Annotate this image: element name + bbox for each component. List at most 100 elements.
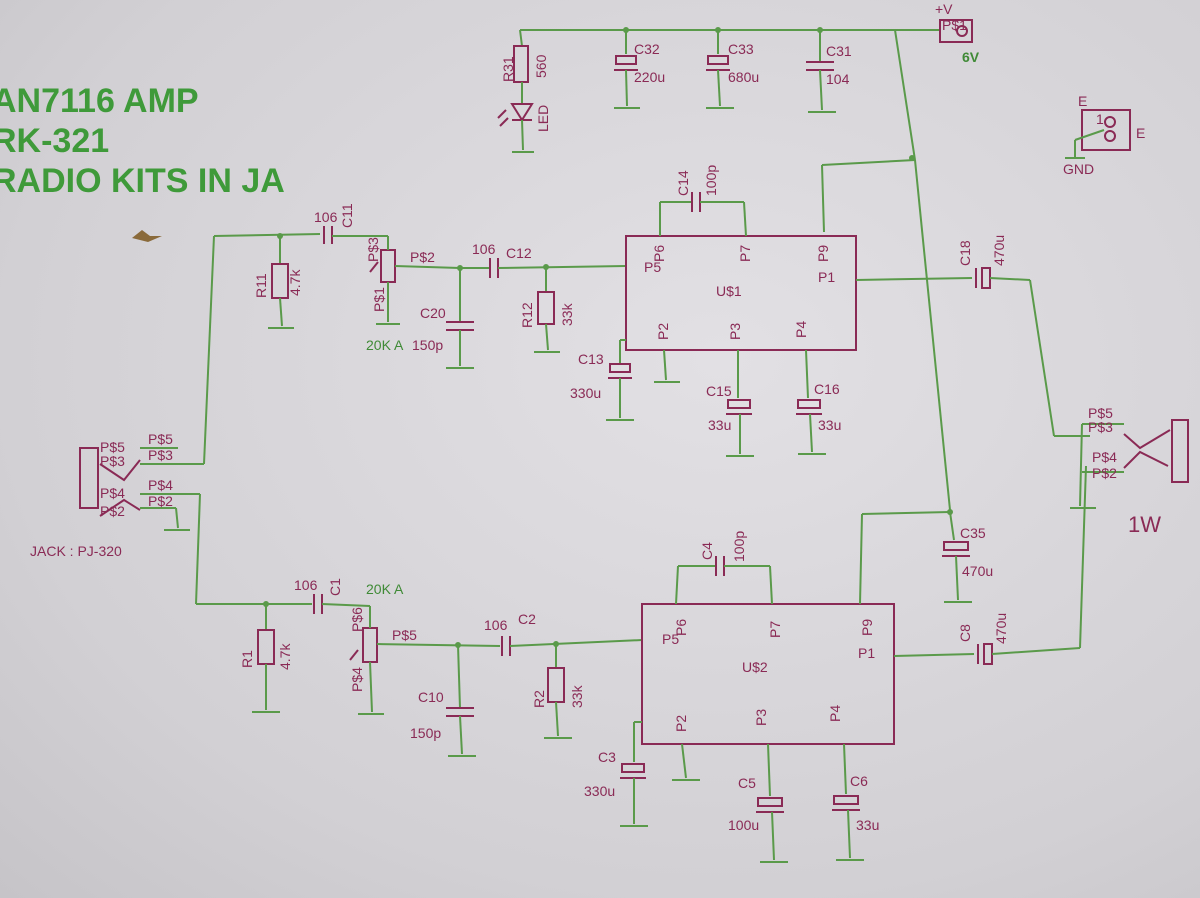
output-jack: P$5 P$3 P$4 P$2 1W — [1070, 405, 1189, 537]
r12-value: 33k — [559, 302, 575, 326]
c33-name: C33 — [728, 41, 754, 57]
c11-value: 106 — [314, 209, 338, 225]
led-name: LED — [535, 105, 551, 132]
channel-2: R1 4.7k 106 C1 20K A P$6 P$4 P$5 C10 150… — [196, 465, 1087, 863]
title-line-2: RK-321 — [0, 122, 109, 160]
c6-value: 33u — [856, 817, 879, 833]
c14-value: 100p — [703, 165, 719, 196]
pot1-p1: P$1 — [371, 287, 387, 312]
out-pin-1: P$5 — [1088, 405, 1113, 421]
c8-name: C8 — [957, 624, 973, 642]
c1-name: C1 — [327, 578, 343, 596]
c35-value: 470u — [962, 563, 993, 579]
c4-name: C4 — [699, 542, 715, 560]
c4-value: 100p — [731, 531, 747, 562]
jack-pin-2: P$3 — [148, 447, 173, 463]
u2-pin-p4: P4 — [827, 705, 843, 722]
c16-value: 33u — [818, 417, 841, 433]
r31-name: R31 — [500, 56, 516, 82]
u1-pin-p5: P5 — [644, 259, 661, 275]
u1-pin-p4: P4 — [793, 321, 809, 338]
paper-mark — [132, 230, 162, 242]
c18-name: C18 — [957, 240, 973, 266]
pot1-value: 20K A — [366, 337, 404, 353]
r11-value: 4.7k — [287, 269, 303, 296]
c18-value: 470u — [991, 235, 1007, 266]
out-pin-4: P$2 — [1092, 465, 1117, 481]
c15-name: C15 — [706, 383, 732, 399]
jack-inner-pin-1: P$5 — [100, 439, 125, 455]
jack-pin-3: P$4 — [148, 477, 173, 493]
r11-name: R11 — [253, 273, 269, 298]
supply-top-label: +V — [935, 1, 953, 17]
c2-name: C2 — [518, 611, 536, 627]
pot2-p1: P$4 — [349, 667, 365, 692]
u2-pin-p5: P5 — [662, 631, 679, 647]
out-pin-3: P$4 — [1092, 449, 1117, 465]
c35-name: C35 — [960, 525, 986, 541]
c13-name: C13 — [578, 351, 604, 367]
jack-inner-pin-3: P$4 — [100, 485, 125, 501]
out-pin-2: P$3 — [1088, 419, 1113, 435]
title-line-1: AN7116 AMP — [0, 82, 199, 120]
c33-capacitor: C33 680u — [706, 30, 759, 109]
jack-inner-pin-2: P$3 — [100, 453, 125, 469]
c10-name: C10 — [418, 689, 444, 705]
jack-pin-4: P$2 — [148, 493, 173, 509]
c8-value: 470u — [993, 613, 1009, 644]
power-rail — [520, 27, 951, 511]
c5-value: 100u — [728, 817, 759, 833]
ground-connector: E 1 E GND — [1063, 93, 1145, 177]
supply-voltage: 6V — [962, 49, 980, 65]
supply-pin-label: P$1 — [942, 17, 967, 33]
u1-pin-p2: P2 — [655, 323, 671, 340]
r2-name: R2 — [531, 690, 547, 708]
c31-capacitor: C31 104 — [806, 30, 852, 113]
gnd-label: GND — [1063, 161, 1094, 177]
c13-value: 330u — [570, 385, 601, 401]
c10-value: 150p — [410, 725, 441, 741]
input-jack: P$5 P$3 P$4 P$2 P$5 P$3 P$4 P$2 JACK : P… — [30, 431, 204, 605]
c32-value: 220u — [634, 69, 665, 85]
c31-name: C31 — [826, 43, 852, 59]
pot2-p3: P$6 — [349, 607, 365, 632]
title-line-3: RADIO KITS IN JA — [0, 162, 285, 200]
c3-value: 330u — [584, 783, 615, 799]
u1-pin-p3: P3 — [727, 323, 743, 340]
gnd-pin-label: 1 — [1096, 111, 1104, 127]
r2-value: 33k — [569, 684, 585, 708]
ic-u2-label: U$2 — [742, 659, 768, 675]
c3-name: C3 — [598, 749, 616, 765]
jack-label: JACK : PJ-320 — [30, 543, 122, 559]
c6-name: C6 — [850, 773, 868, 789]
u1-pin-p9: P9 — [815, 245, 831, 262]
ic-u1-label: U$1 — [716, 283, 742, 299]
jack-inner-pin-4: P$2 — [100, 503, 125, 519]
c32-capacitor: C32 220u — [614, 30, 665, 109]
u2-pin-p2: P2 — [673, 715, 689, 732]
r12-name: R12 — [519, 302, 535, 328]
c16-name: C16 — [814, 381, 840, 397]
u2-pin-p7: P7 — [767, 621, 783, 638]
r31-value: 560 — [533, 54, 549, 78]
u2-pin-p3: P3 — [753, 709, 769, 726]
c31-value: 104 — [826, 71, 850, 87]
gnd-right-label: E — [1136, 125, 1145, 141]
supply-connector: +V P$1 6V — [935, 1, 980, 65]
c11-name: C11 — [339, 203, 355, 228]
c1-value: 106 — [294, 577, 318, 593]
c33-value: 680u — [728, 69, 759, 85]
c5-name: C5 — [738, 775, 756, 791]
channel-1: R11 4.7k 106 C11 P$3 P$1 P$2 20K A C20 1… — [203, 165, 1090, 465]
u1-pin-p1: P1 — [818, 269, 835, 285]
ic-u1 — [625, 235, 857, 351]
u1-pin-p7: P7 — [737, 245, 753, 262]
c20-name: C20 — [420, 305, 446, 321]
r31-led: R31 560 LED — [497, 29, 551, 153]
u2-pin-p9: P9 — [859, 619, 875, 636]
c15-value: 33u — [708, 417, 731, 433]
c12-value: 106 — [472, 241, 496, 257]
r1-value: 4.7k — [277, 643, 293, 670]
